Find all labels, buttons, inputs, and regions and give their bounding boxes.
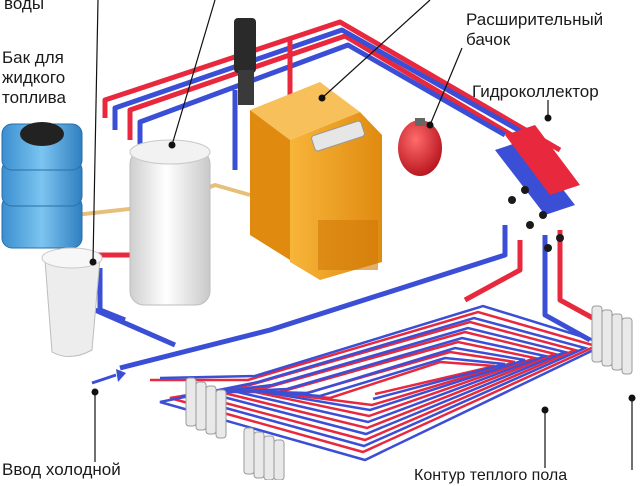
cold-return-pipe — [112, 27, 547, 148]
right-radiator-red — [557, 230, 602, 325]
collector-to-floor-red — [463, 240, 523, 303]
collector-to-floor-blue — [119, 225, 508, 371]
boiler — [250, 82, 382, 280]
fuel-tank — [1, 122, 83, 249]
label-water-top: воды — [4, 0, 45, 13]
radiator-bottom — [243, 427, 285, 480]
expansion-tank — [398, 118, 442, 176]
tank-cold-pipe — [97, 268, 126, 323]
leader-dot-icon — [628, 394, 636, 402]
leader-lines — [92, 0, 633, 470]
label-cold-water-inlet: Ввод холодной — [2, 460, 121, 479]
label-hydro-collector: Гидроколлектор — [472, 82, 599, 101]
washbasin — [41, 247, 103, 357]
arrow-right-icon — [91, 369, 126, 385]
label-fuel-tank: Бак для жидкого топлива — [2, 48, 66, 107]
radiator-left — [185, 377, 227, 439]
leader-dot-icon — [541, 406, 549, 414]
hot-supply-pipe — [102, 19, 562, 153]
hydro-collector — [495, 114, 580, 252]
right-radiator-blue — [542, 235, 592, 343]
leader-dot-icon — [91, 388, 99, 396]
chimney — [234, 18, 256, 105]
radiator-right — [591, 305, 633, 375]
label-floor-heating: Контур теплого пола — [414, 467, 568, 484]
water-heater-tank — [129, 139, 211, 306]
hot-supply-pipe-inner — [127, 33, 522, 143]
label-expansion-tank: Расширительный бачок — [466, 10, 604, 49]
